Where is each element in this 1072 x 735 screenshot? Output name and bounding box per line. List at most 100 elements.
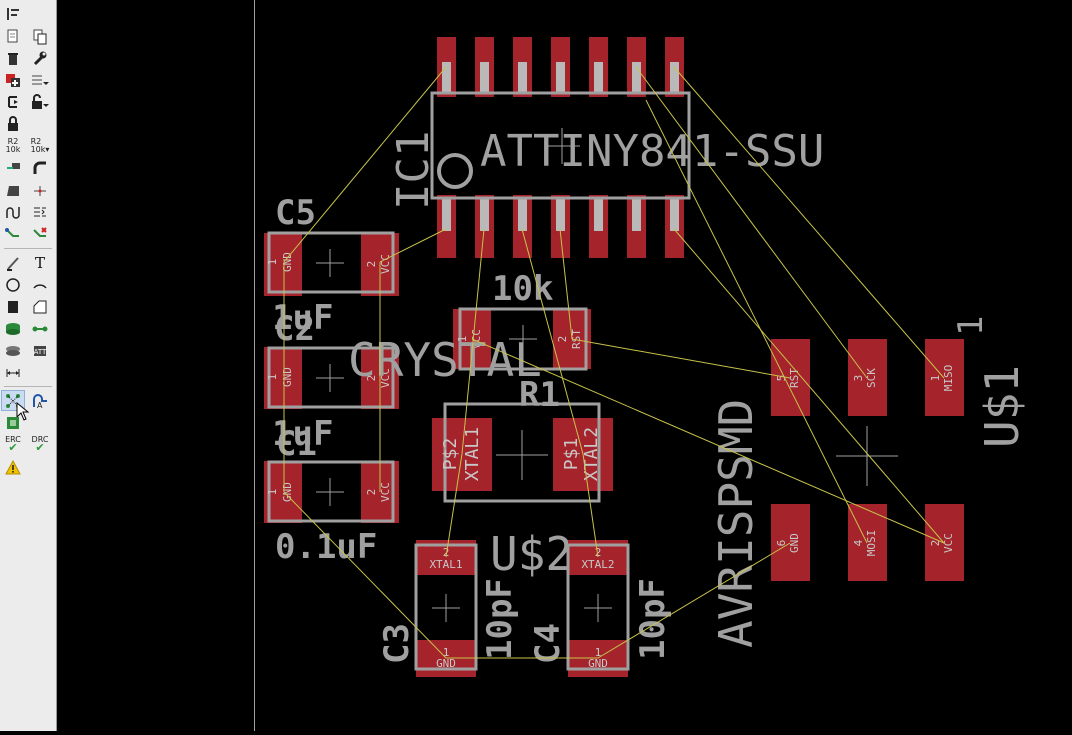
- svg-text:ATT: ATT: [34, 348, 47, 356]
- airwire: [283, 66, 447, 263]
- hole-icon[interactable]: [2, 341, 24, 360]
- replace-icon[interactable]: [2, 92, 24, 111]
- mouse-cursor-icon: [16, 401, 30, 426]
- pad-label: 2: [443, 546, 450, 559]
- silkscreen-mark: [670, 62, 679, 94]
- pad-label: MISO: [942, 365, 955, 392]
- pad-label: 6: [775, 540, 788, 547]
- silkscreen-mark: [480, 62, 489, 94]
- pad-label: XTAL1: [462, 427, 483, 481]
- pad-label: 1: [929, 375, 942, 382]
- meander-icon[interactable]: [29, 180, 51, 199]
- ic1-footprint: IC1 ATTINY841-SSU: [388, 37, 824, 258]
- ripup-icon[interactable]: [29, 202, 51, 221]
- pad-label: 2: [365, 261, 378, 268]
- c5-name: C5: [275, 193, 316, 233]
- c4-name: C4: [528, 623, 568, 664]
- line-icon[interactable]: [2, 253, 24, 272]
- u1-name: U$1: [975, 365, 1029, 448]
- rectangle-icon[interactable]: [2, 297, 24, 316]
- miter-icon[interactable]: [2, 158, 24, 177]
- smd-pad: [771, 339, 810, 416]
- paste-icon[interactable]: [29, 27, 51, 46]
- split-icon[interactable]: [29, 158, 51, 177]
- pad-label: VCC: [379, 254, 392, 274]
- info-icon[interactable]: [2, 4, 24, 23]
- ic1-body-outline: [430, 91, 691, 200]
- pad-label: GND: [588, 657, 608, 670]
- pad-label: MOSI: [865, 530, 878, 557]
- change-icon[interactable]: [29, 70, 51, 89]
- ic1-pin1-dot: [437, 153, 473, 189]
- pad-label: VCC: [942, 533, 955, 553]
- circle-icon[interactable]: [2, 275, 24, 294]
- pad-label: SCK: [865, 368, 878, 388]
- pad-label: 2: [556, 336, 569, 343]
- silkscreen-mark: [442, 62, 451, 94]
- ic1-name: IC1: [388, 131, 439, 210]
- copy-icon[interactable]: [2, 27, 24, 46]
- pad-label: GND: [281, 252, 294, 272]
- airwire: [582, 453, 599, 558]
- silkscreen-mark: [316, 364, 344, 392]
- smd-pad: [925, 339, 964, 416]
- airwire: [445, 453, 463, 558]
- pad-label: GND: [281, 482, 294, 502]
- errors-warning-icon[interactable]: [2, 458, 24, 477]
- airwire: [645, 99, 868, 544]
- silkscreen-mark: [414, 543, 478, 671]
- drc-icon[interactable]: DRC✔: [31, 435, 49, 454]
- delete-icon[interactable]: [2, 48, 24, 67]
- dimension-icon[interactable]: [2, 363, 24, 382]
- airwire: [521, 228, 584, 455]
- svg-text:A: A: [37, 401, 43, 410]
- signal-route-icon[interactable]: [29, 224, 51, 243]
- add-part-icon[interactable]: [2, 70, 24, 89]
- silkscreen-mark: [594, 62, 603, 94]
- silkscreen-mark: [566, 543, 630, 671]
- u1-value: AVRISPSMD: [709, 399, 763, 648]
- silkscreen-mark: [267, 231, 395, 294]
- r1-footprint: 10k 1 VCC 2 RST R1: [453, 269, 591, 415]
- optimize-icon[interactable]: [2, 180, 24, 199]
- airwire: [673, 228, 945, 544]
- lock-icon[interactable]: [29, 92, 51, 111]
- pad-label: VCC: [379, 482, 392, 502]
- pad-label: 4: [852, 539, 865, 546]
- pad-label: VCC: [379, 368, 392, 388]
- route-icon[interactable]: [2, 202, 24, 221]
- airwire: [379, 228, 447, 263]
- silkscreen-mark: [632, 62, 641, 94]
- via-icon[interactable]: [2, 319, 24, 338]
- wire-icon[interactable]: [2, 224, 24, 243]
- attribute-icon[interactable]: ATT: [29, 341, 51, 360]
- smash-icon[interactable]: [2, 114, 24, 133]
- arc-icon[interactable]: [29, 275, 51, 294]
- airwire: [283, 491, 447, 659]
- c3-value: 10pF: [480, 578, 520, 660]
- pad-label: 2: [929, 540, 942, 547]
- autorouter-icon[interactable]: A: [29, 391, 51, 410]
- silkscreen-mark: [556, 198, 565, 231]
- pad-label: XTAL1: [429, 558, 462, 571]
- pad-label: 2: [365, 375, 378, 382]
- pad-label: 2: [595, 546, 602, 559]
- c2-value: 1uF: [272, 414, 333, 454]
- airwire: [471, 338, 945, 544]
- wrench-icon[interactable]: [29, 48, 51, 67]
- text-icon[interactable]: T: [34, 253, 45, 272]
- polygon-icon[interactable]: [29, 297, 51, 316]
- pad-label: GND: [788, 533, 801, 553]
- board-canvas[interactable]: IC1 ATTINY841-SSU C5 1 GND 2 VCC 1uF C2 …: [58, 0, 1072, 731]
- silkscreen-mark: [458, 307, 588, 371]
- c1-name: C1: [276, 424, 317, 464]
- silkscreen-mark: [267, 346, 395, 409]
- signal-icon[interactable]: [29, 319, 51, 338]
- ic1-value: ATTINY841-SSU: [480, 126, 824, 177]
- airwires: [283, 66, 945, 659]
- board-icon[interactable]: [2, 413, 24, 432]
- erc-icon[interactable]: ERC✔: [5, 435, 21, 454]
- c5-value: 1uF: [272, 298, 333, 338]
